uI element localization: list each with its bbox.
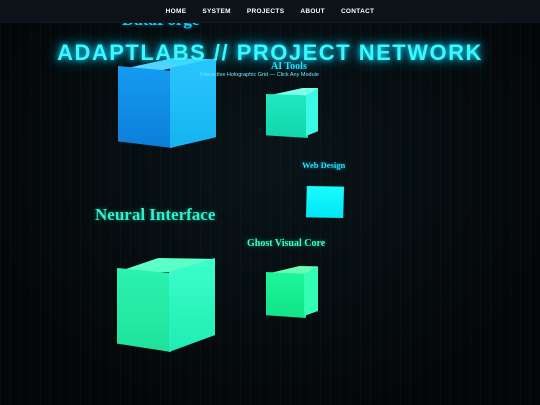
cube-face-front	[266, 272, 306, 318]
cube-face-side	[304, 266, 318, 316]
cube-face-side	[169, 258, 215, 352]
cube-face-top	[266, 266, 318, 274]
module-label-ghost-visual-core[interactable]: Ghost Visual Core	[247, 238, 326, 249]
module-cube-ghost-visual-core[interactable]	[266, 266, 318, 318]
cube-face-side	[306, 88, 318, 136]
module-label-ai-tools[interactable]: AI Tools	[271, 61, 307, 72]
cube-face-front	[266, 94, 308, 138]
module-cube-neural-interface[interactable]	[117, 258, 215, 352]
nav-link-home[interactable]: HOME	[165, 7, 187, 15]
module-cube-web-design[interactable]	[306, 186, 344, 218]
nav-link-projects[interactable]: PROJECTS	[246, 7, 285, 15]
module-label-neural-interface[interactable]: Neural Interface	[95, 205, 216, 224]
nav-link-about[interactable]: ABOUT	[300, 7, 325, 15]
page-subtitle: Interactive Holographic Grid — Click Any…	[200, 72, 319, 78]
module-cube-ai-tools[interactable]	[266, 88, 318, 138]
nav-link-system[interactable]: SYSTEM	[202, 7, 231, 15]
cube-face-front	[117, 268, 171, 352]
page-title: ADAPTLABS // PROJECT NETWORK	[57, 40, 483, 65]
module-label-web-design[interactable]: Web Design	[302, 160, 346, 170]
top-navigation-bar: HOME SYSTEM PROJECTS ABOUT CONTACT	[0, 0, 540, 23]
cube-face-front	[306, 186, 344, 218]
cube-face-top	[266, 88, 318, 96]
module-cube-dataforge[interactable]	[118, 58, 216, 148]
cube-face-side	[170, 58, 216, 148]
nav-link-contact[interactable]: CONTACT	[340, 7, 375, 15]
cube-face-front	[118, 66, 172, 148]
